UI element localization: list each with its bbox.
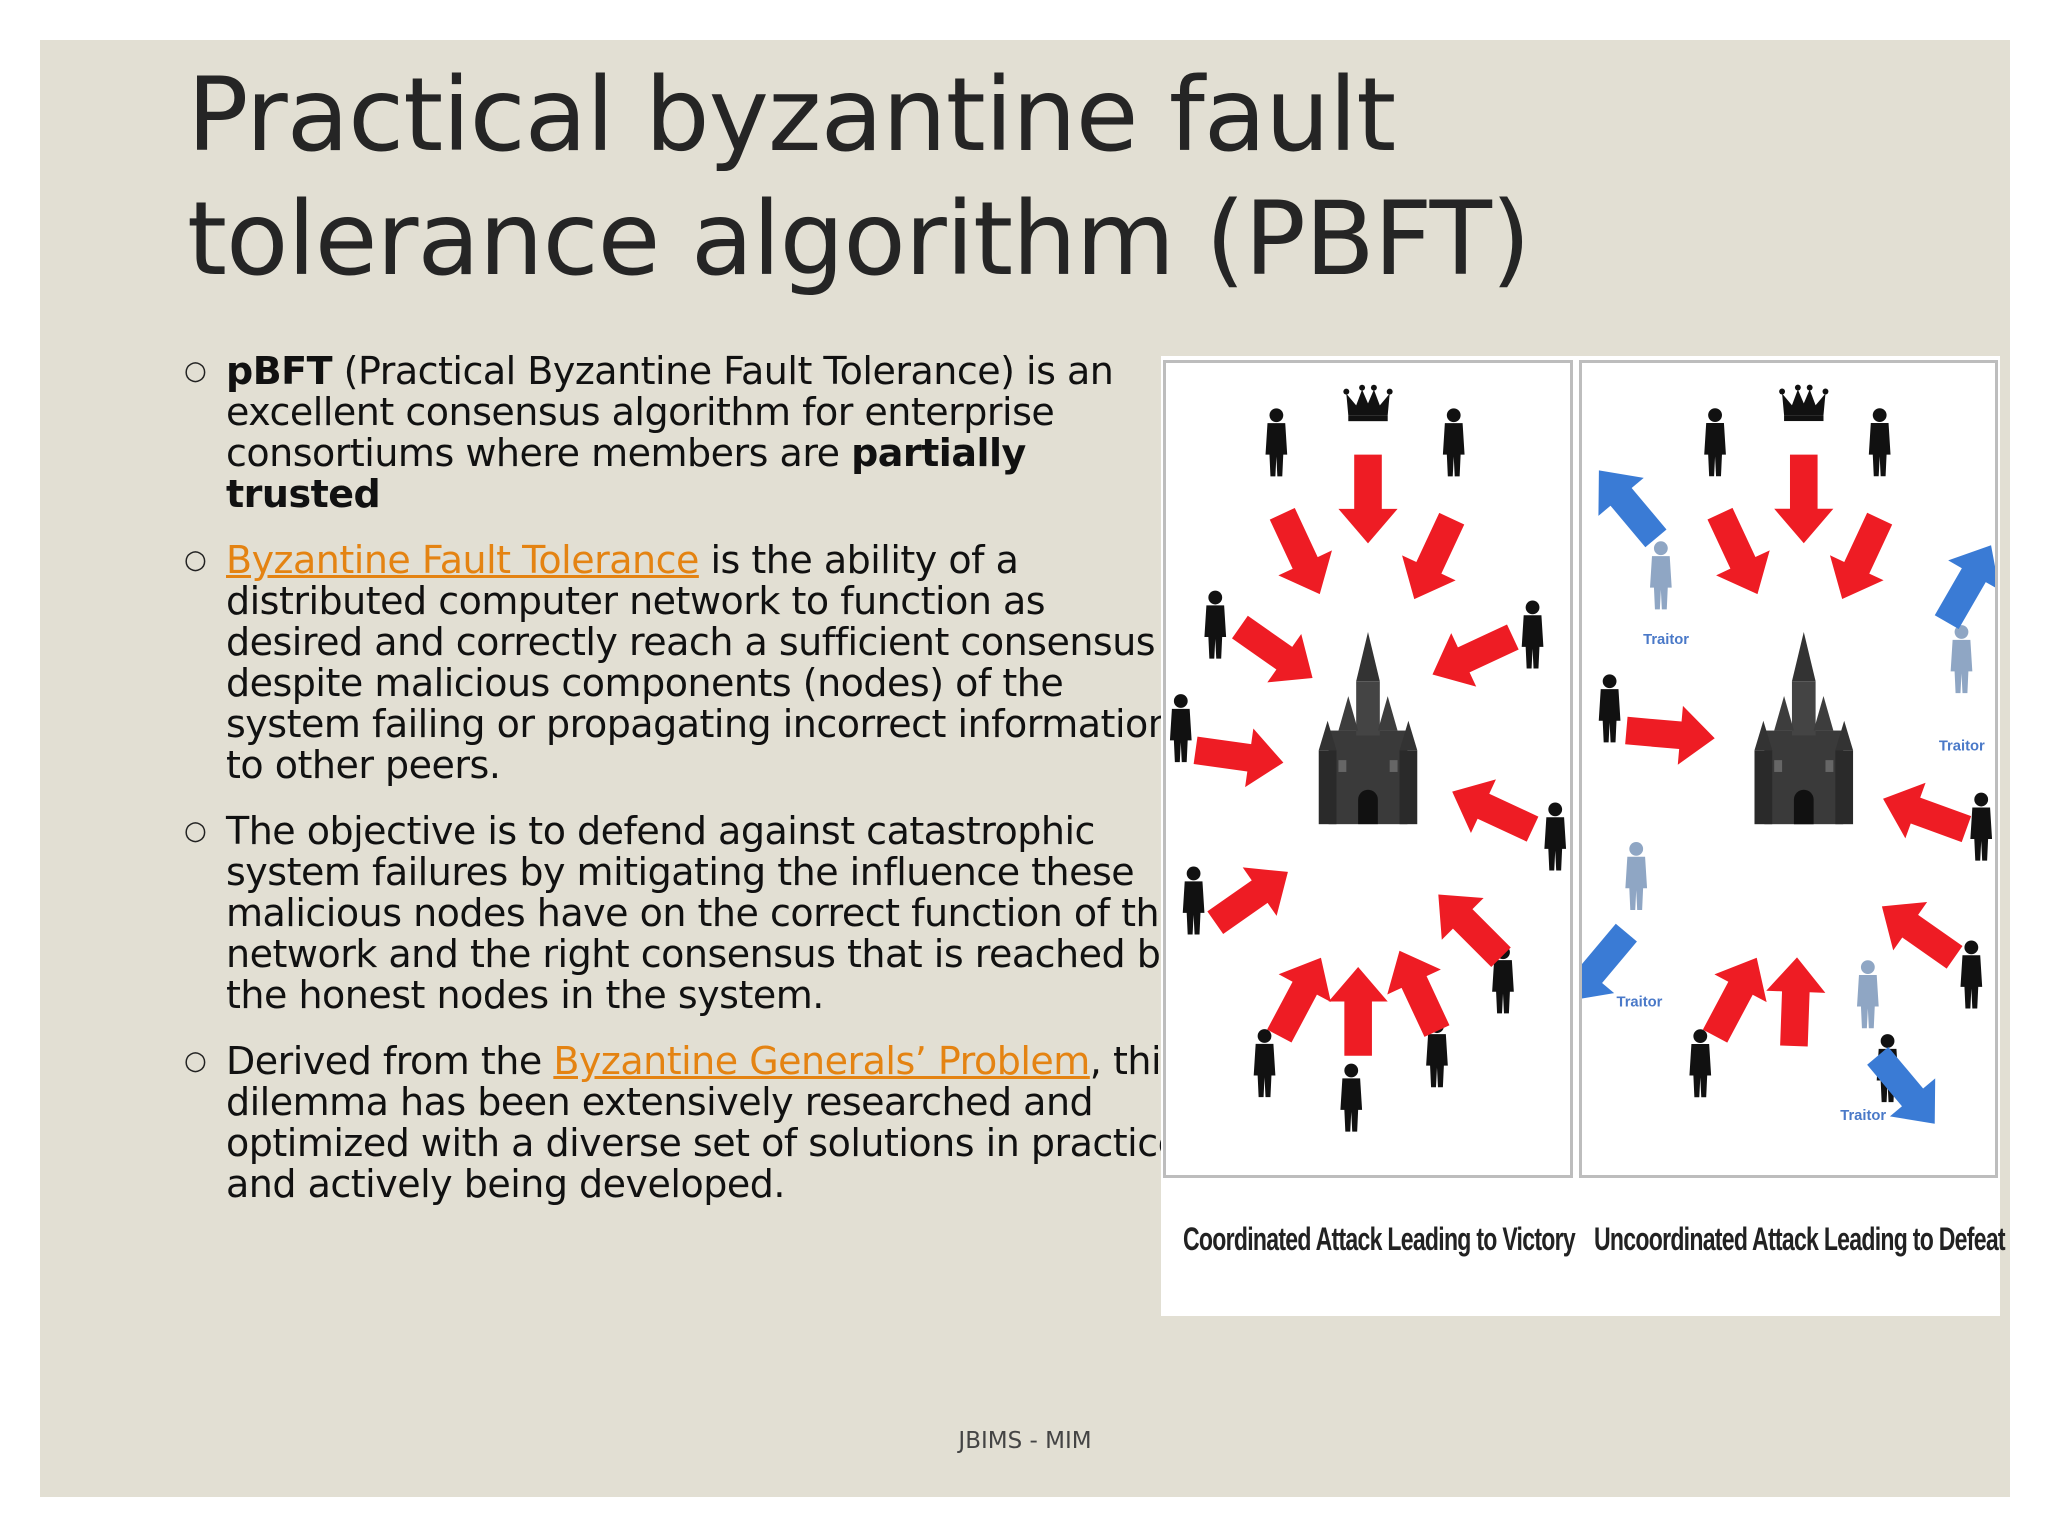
slide-footer: JBIMS - MIM: [958, 1428, 1092, 1454]
bullet-text: Derived from the: [226, 1039, 554, 1083]
byzantine-generals-figure: Traitor Traitor Traitor Traitor C: [1161, 356, 2006, 1316]
bullet-item: ○ Derived from the Byzantine Generals’ Pr…: [184, 1039, 1186, 1206]
uncoordinated-attack-panel: Traitor Traitor Traitor Traitor: [1579, 360, 1998, 1178]
bullet-bold-text: pBFT: [226, 349, 333, 393]
traitor-label: Traitor: [1616, 995, 1662, 1011]
uncoordinated-attack-illustration: Traitor Traitor Traitor Traitor: [1582, 384, 1995, 1143]
bullet-item: ○ Byzantine Fault Tolerance is the abilit…: [184, 538, 1186, 787]
coordinated-attack-illustration: [1169, 384, 1567, 1132]
traitor-label: Traitor: [1939, 738, 1985, 754]
bullet-text: (Practical Byzantine Fault Tolerance) is…: [226, 349, 1114, 475]
byzantine-fault-tolerance-link[interactable]: Byzantine Fault Tolerance: [226, 538, 699, 582]
bullet-item: ○ pBFT (Practical Byzantine Fault Toleran…: [184, 349, 1186, 516]
bullet-circle-icon: ○: [184, 545, 207, 575]
bullet-circle-icon: ○: [184, 1046, 207, 1076]
bullet-text: is the ability of a distributed computer…: [226, 538, 1172, 787]
bullet-item: ○ The objective is to defend against cata…: [184, 809, 1186, 1017]
coordinated-attack-caption: Coordinated Attack Leading to Victory: [1183, 1221, 1576, 1257]
bullet-circle-icon: ○: [184, 356, 207, 386]
coordinated-attack-panel: [1163, 360, 1573, 1178]
bullet-list: ○ pBFT (Practical Byzantine Fault Toleran…: [184, 349, 1186, 1230]
byzantine-generals-problem-link[interactable]: Byzantine Generals’ Problem: [553, 1039, 1090, 1083]
uncoordinated-attack-caption: Uncoordinated Attack Leading to Defeat: [1594, 1221, 2006, 1257]
bullet-text: , this dilemma has been extensively rese…: [226, 1039, 1181, 1206]
bullet-text: The objective is to defend against catas…: [226, 809, 1183, 1017]
bullet-circle-icon: ○: [184, 816, 207, 846]
slide-title: Practical byzantine fault tolerance algo…: [187, 56, 1531, 299]
traitor-label: Traitor: [1840, 1108, 1886, 1124]
traitor-label: Traitor: [1643, 632, 1689, 648]
bullet-bold-text: partially trusted: [226, 431, 1026, 516]
slide: Practical byzantine fault tolerance algo…: [40, 40, 2010, 1497]
